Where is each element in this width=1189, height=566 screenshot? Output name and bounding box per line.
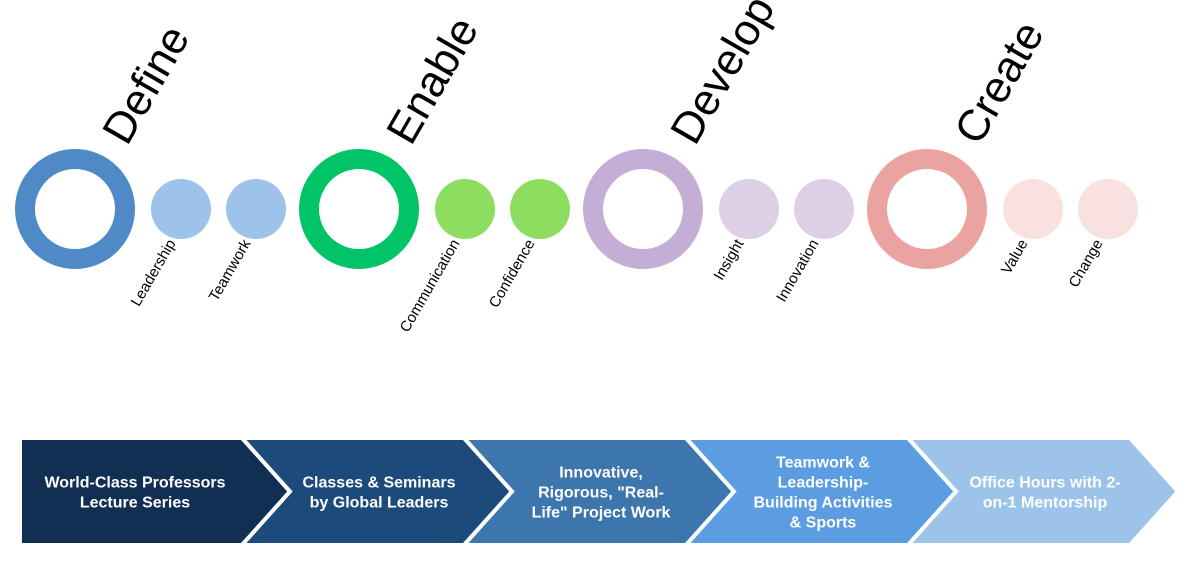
stage-ring (867, 149, 987, 269)
sub-item-label: Leadership (128, 237, 180, 310)
sub-item-label: Teamwork (206, 236, 255, 304)
program-label-line: Life" Project Work (532, 505, 671, 522)
stage-dot (719, 179, 779, 239)
program-step-5: Office Hours with 2- on-1 Mentorship (903, 436, 1181, 547)
program-label-line: Classes & Seminars (303, 475, 456, 492)
sub-item-label: Change (1065, 237, 1106, 291)
stage-title: Enable (377, 9, 488, 152)
program-step-3: Innovative, Rigorous, "Real- Life" Project… (459, 436, 737, 547)
stage-ring (299, 149, 419, 269)
program-label-line: Office Hours with 2- (969, 475, 1120, 492)
stage-dot (1078, 179, 1138, 239)
stage-dot (435, 179, 495, 239)
program-step-4: Teamwork & Leadership- Building Activities… (681, 436, 959, 547)
program-label-line: Teamwork & (776, 455, 870, 472)
program-label-line: Innovative, (559, 465, 643, 482)
program-label-line: Building Activities (754, 495, 893, 512)
program-label-line: Leadership- (778, 475, 869, 492)
stage-dot (1003, 179, 1063, 239)
stage-dot (226, 179, 286, 239)
stage-title: Define (93, 17, 199, 152)
stage-dot (151, 179, 211, 239)
stage-dot (510, 179, 570, 239)
program-label-line: by Global Leaders (310, 495, 449, 512)
stage-ring (15, 149, 135, 269)
chevron-shape (903, 436, 1181, 547)
stage-dot (794, 179, 854, 239)
sub-item-label: Insight (711, 236, 748, 283)
program-label-line: World-Class Professors (44, 475, 225, 492)
program-label-line: Rigorous, "Real- (538, 485, 664, 502)
sub-item-label: Confidence (486, 237, 539, 311)
program-label-line: Lecture Series (80, 495, 190, 512)
sub-item-label: Communication (397, 237, 464, 336)
sub-item-label: Innovation (773, 237, 822, 305)
chevron-shape (18, 436, 293, 547)
stage-title: Create (945, 13, 1053, 152)
stage-title: Develop (661, 0, 784, 152)
sub-item-label: Value (998, 237, 1031, 278)
stage-ring (583, 149, 703, 269)
program-label-line: & Sports (790, 515, 857, 532)
program-label-line: on-1 Mentorship (983, 495, 1108, 512)
